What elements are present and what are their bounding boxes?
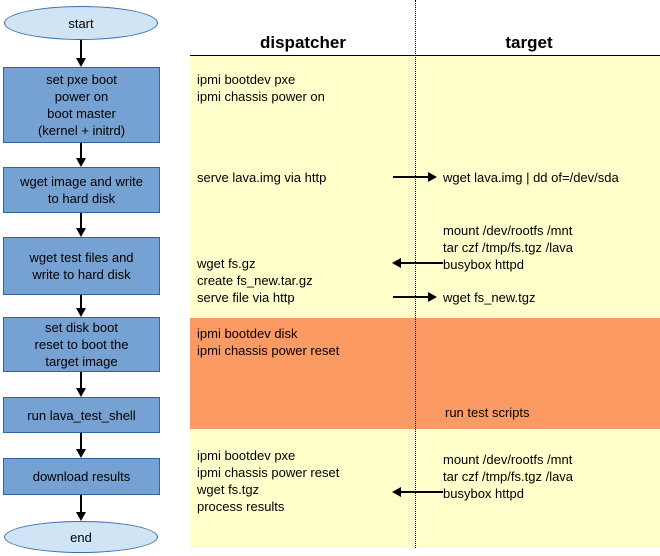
flow-end-label: end	[70, 529, 92, 545]
arrow-head-icon	[76, 512, 86, 521]
seq-phase4-dispatcher-text: ipmi bootdev disk ipmi chassis power res…	[197, 326, 340, 358]
seq-phase2-target-text: wget lava.img | dd of=/dev/sda	[443, 170, 619, 185]
seq-phase4-target-text: run test scripts	[445, 405, 530, 420]
arrow-shaft	[80, 40, 82, 60]
flow-step-wget-test-files: wget test files and write to hard disk	[3, 237, 160, 295]
arrow-target-to-dispatcher-icon	[392, 258, 443, 268]
arrow-head-icon	[76, 158, 86, 167]
arrow-shaft	[80, 213, 82, 230]
arrow-head-icon	[428, 292, 437, 302]
flow-arrow-6	[76, 433, 86, 458]
seq-phase5-dispatcher-text: ipmi bootdev pxe ipmi chassis power rese…	[197, 448, 340, 514]
arrow-head-icon	[76, 58, 86, 67]
column-header-target: target	[505, 33, 553, 52]
flow-arrow-5	[76, 372, 86, 397]
sequence-band-normal-1	[190, 56, 660, 318]
arrow-shaft	[80, 495, 82, 514]
sequence-band-highlight	[190, 318, 660, 429]
flow-arrow-1	[76, 40, 86, 67]
seq-phase3-target-reply-text: wget fs_new.tgz	[443, 290, 536, 305]
flow-arrow-4	[76, 295, 86, 317]
arrow-head-icon	[428, 172, 437, 182]
flow-step-label: wget image and write to hard disk	[20, 174, 143, 206]
flow-step-label: set disk boot reset to boot the target i…	[34, 320, 129, 369]
arrow-shaft	[80, 433, 82, 451]
seq-phase3-target-text: mount /dev/rootfs /mnt tar czf /tmp/fs.t…	[443, 223, 574, 272]
flow-step-label: run lava_test_shell	[27, 407, 136, 423]
arrow-head-icon	[76, 308, 86, 317]
arrow-dispatcher-to-target-icon	[393, 172, 437, 182]
arrow-head-icon	[76, 388, 86, 397]
flow-step-run-lava-test-shell: run lava_test_shell	[3, 397, 160, 433]
column-header-dispatcher: dispatcher	[260, 33, 346, 52]
arrow-shaft	[400, 262, 443, 264]
arrow-head-icon	[392, 258, 401, 268]
header-divider-line	[190, 55, 660, 56]
flow-step-label: wget test files and write to hard disk	[29, 250, 134, 282]
arrow-head-icon	[76, 228, 86, 237]
seq-phase3-dispatcher-text: wget fs.gz create fs_new.tar.gz serve fi…	[197, 256, 313, 305]
seq-phase2-dispatcher-text: serve lava.img via http	[197, 170, 327, 185]
arrow-shaft	[393, 176, 429, 178]
arrow-shaft	[80, 295, 82, 310]
seq-phase1-dispatcher-text: ipmi bootdev pxe ipmi chassis power on	[197, 72, 325, 104]
arrow-head-icon	[392, 487, 401, 497]
arrow-head-icon	[76, 449, 86, 458]
flow-arrow-2	[76, 143, 86, 167]
arrow-shaft	[80, 143, 82, 160]
arrow-shaft	[393, 296, 429, 298]
arrow-shaft	[80, 372, 82, 390]
flow-step-label: download results	[32, 469, 131, 484]
flow-end-node: end	[4, 521, 158, 553]
flow-step-wget-image: wget image and write to hard disk	[3, 167, 160, 213]
flow-start-label: start	[68, 15, 94, 31]
arrow-shaft	[400, 491, 443, 493]
dispatcher-target-divider	[415, 0, 416, 548]
flow-step-download-results: download results	[3, 458, 160, 495]
seq-phase5-target-text: mount /dev/rootfs /mnt tar czf /tmp/fs.t…	[443, 452, 574, 501]
flow-step-set-pxe-boot: set pxe boot power on boot master (kerne…	[3, 67, 160, 143]
sequence-band-normal-2	[190, 429, 660, 548]
flow-arrow-3	[76, 213, 86, 237]
flow-step-set-disk-boot: set disk boot reset to boot the target i…	[3, 317, 160, 372]
flow-start-node: start	[4, 6, 158, 40]
flow-arrow-7	[76, 495, 86, 521]
flow-step-label: set pxe boot power on boot master (kerne…	[37, 72, 126, 138]
arrow-dispatcher-to-target-icon	[393, 292, 437, 302]
arrow-target-to-dispatcher-icon	[392, 487, 443, 497]
